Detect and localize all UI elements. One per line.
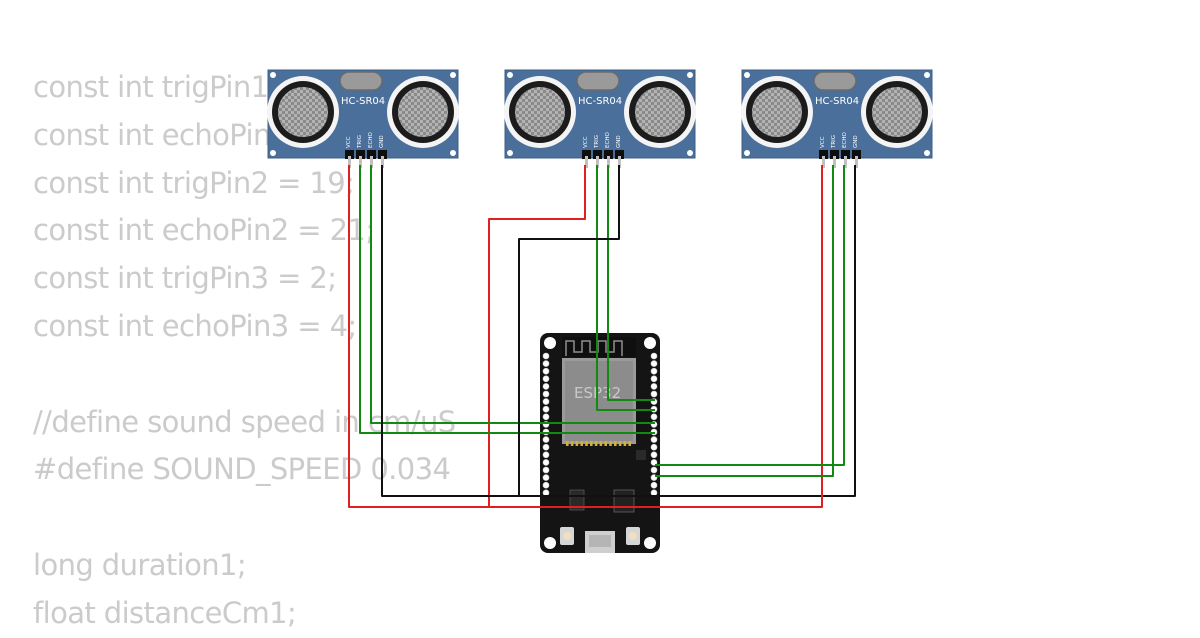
esp32-pin-left[interactable]: [542, 360, 550, 367]
esp32-board[interactable]: ESP32: [540, 333, 660, 553]
esp32-pin-left[interactable]: [542, 466, 550, 474]
code-line: const int echoPin3 = 4;: [33, 308, 357, 343]
sensor-model-label: HC-SR04: [815, 96, 859, 107]
code-line: const int trigPin2 = 19;: [33, 165, 355, 200]
esp32-pin-left[interactable]: [542, 390, 550, 398]
wire-group: [348, 165, 856, 508]
sensor-pin[interactable]: [582, 150, 591, 159]
esp32-pin-right[interactable]: [650, 367, 658, 375]
code-line: long duration1;: [33, 547, 247, 582]
code-line: const int echoPin2 = 21;: [33, 213, 375, 248]
sensor-pin-label: ECHO: [368, 132, 374, 148]
sensor-pin[interactable]: [367, 150, 376, 159]
esp32-pin-left[interactable]: [542, 375, 550, 383]
sensor-pin[interactable]: [819, 150, 828, 159]
esp32-pin-right[interactable]: [650, 459, 658, 466]
esp32-pin-left[interactable]: [542, 367, 550, 375]
sensor-model-label: HC-SR04: [578, 96, 622, 107]
esp32-pin-left[interactable]: [542, 436, 550, 443]
esp32-pin-left[interactable]: [542, 405, 550, 413]
wire[interactable]: [655, 165, 845, 466]
esp32-pin-left[interactable]: [542, 451, 550, 459]
esp32-pin-right[interactable]: [650, 360, 658, 367]
esp32-pin-left[interactable]: [542, 474, 550, 481]
code-line: const int trigPin3 = 2;: [33, 261, 337, 296]
esp32-pin-right[interactable]: [650, 451, 658, 459]
sensor-pin-label: GND: [616, 135, 622, 148]
esp32-pin-left[interactable]: [542, 398, 550, 405]
wire[interactable]: [489, 165, 823, 508]
wire[interactable]: [381, 165, 856, 497]
sensor-pin-label: VCC: [820, 136, 826, 148]
sensor-pin-label: VCC: [583, 136, 589, 148]
sensor-pin[interactable]: [604, 150, 613, 159]
sensor-model-label: HC-SR04: [341, 96, 385, 107]
wire[interactable]: [596, 165, 655, 411]
sensor-pin[interactable]: [615, 150, 624, 159]
sensor-pin-label: TRIG: [831, 135, 837, 149]
wire[interactable]: [359, 165, 655, 434]
esp32-pin-left[interactable]: [542, 459, 550, 466]
sensor-pin-label: VCC: [346, 136, 352, 148]
sensor-pin[interactable]: [378, 150, 387, 159]
sensor-pin-label: TRIG: [594, 135, 600, 149]
esp32-pin-right[interactable]: [650, 413, 658, 421]
esp32-pin-right[interactable]: [650, 436, 658, 443]
sensor-pin[interactable]: [830, 150, 839, 159]
esp32-pin-left[interactable]: [542, 352, 550, 360]
sensor-pin[interactable]: [593, 150, 602, 159]
sensor-pin[interactable]: [841, 150, 850, 159]
esp32-pin-right[interactable]: [650, 390, 658, 398]
wire[interactable]: [607, 165, 655, 401]
esp32-pin-left[interactable]: [542, 489, 550, 497]
esp32-pin-left[interactable]: [542, 413, 550, 421]
esp32-pin-right[interactable]: [650, 489, 658, 497]
sensor-pin-label: ECHO: [605, 132, 611, 148]
sensor-pin-label: TRIG: [357, 135, 363, 149]
esp32-pin-left[interactable]: [542, 443, 550, 451]
esp32-pin-left[interactable]: [542, 383, 550, 390]
sensor-pin-label: GND: [853, 135, 859, 148]
code-line: float distanceCm1;: [33, 595, 297, 630]
esp32-pin-right[interactable]: [650, 352, 658, 360]
esp32-pin-right[interactable]: [650, 481, 658, 489]
wire[interactable]: [655, 165, 834, 477]
esp32-pin-right[interactable]: [650, 443, 658, 451]
wire[interactable]: [370, 165, 655, 424]
esp32-pin-right[interactable]: [650, 466, 658, 474]
sensor-pin[interactable]: [852, 150, 861, 159]
esp32-pin-right[interactable]: [650, 375, 658, 383]
code-line: #define SOUND_SPEED 0.034: [33, 452, 451, 487]
esp32-pin-left[interactable]: [542, 481, 550, 489]
code-overlay: const int trigPin1 = 5;const int echoPin…: [33, 64, 456, 638]
esp32-pin-right[interactable]: [650, 383, 658, 390]
shield-pads: [566, 441, 631, 446]
sensor-pin[interactable]: [345, 150, 354, 159]
sensor-pin[interactable]: [356, 150, 365, 159]
sensor-pin-label: ECHO: [842, 132, 848, 148]
wire[interactable]: [518, 165, 620, 496]
wire[interactable]: [348, 165, 586, 508]
sensor-pin-label: GND: [379, 135, 385, 148]
